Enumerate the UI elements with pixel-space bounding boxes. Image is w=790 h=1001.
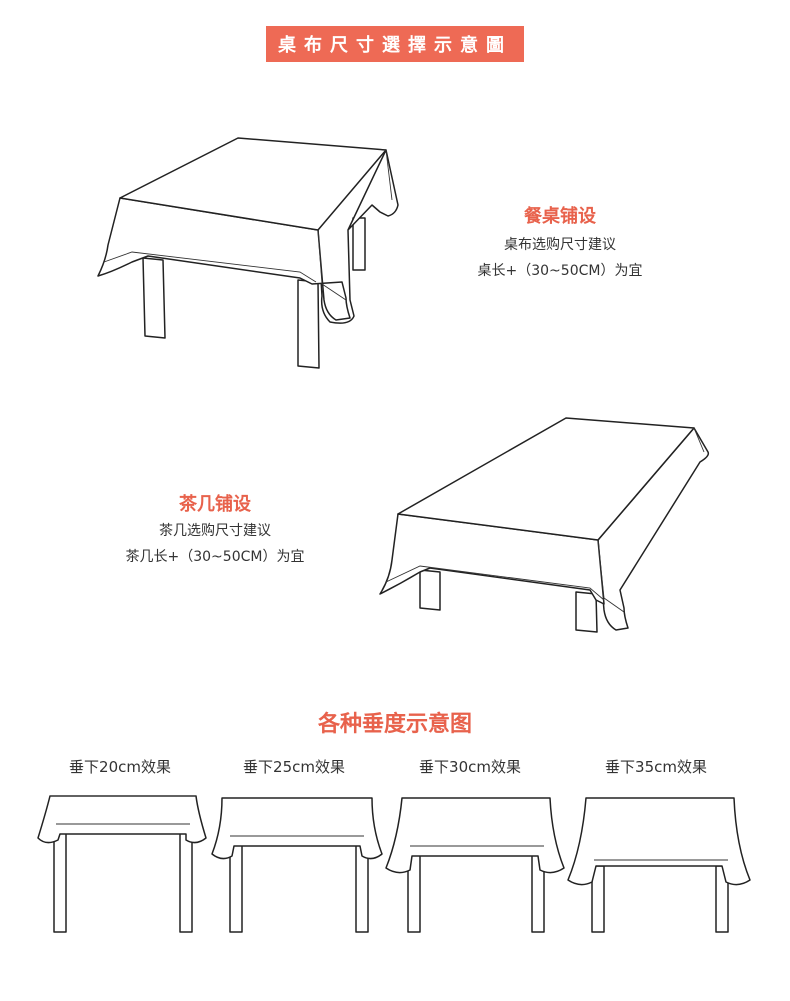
- dining-description: 桌布选购尺寸建议 桌长+（30~50CM）为宜: [455, 232, 665, 284]
- coffee-line1: 茶几选购尺寸建议: [159, 523, 271, 539]
- coffee-line2: 茶几长+（30~50CM）为宜: [125, 549, 305, 565]
- coffee-description: 茶几选购尺寸建议 茶几长+（30~50CM）为宜: [110, 518, 320, 570]
- dining-line1: 桌布选购尺寸建议: [504, 237, 616, 253]
- dining-table-illustration: [97, 137, 399, 369]
- caption-30cm: 垂下30cm效果: [419, 758, 521, 776]
- banner-title: 桌布尺寸選擇示意圖: [278, 35, 512, 56]
- caption-35cm: 垂下35cm效果: [605, 758, 707, 776]
- title-banner: 桌布尺寸選擇示意圖: [266, 26, 524, 62]
- drape-30cm-illustration: [385, 797, 565, 933]
- drape-heading: 各种垂度示意图: [317, 711, 472, 737]
- drape-35cm-illustration: [567, 797, 751, 933]
- drape-20cm-illustration: [37, 795, 207, 933]
- dining-line2: 桌长+（30~50CM）为宜: [477, 263, 643, 279]
- drape-25cm-illustration: [211, 797, 383, 933]
- caption-25cm: 垂下25cm效果: [243, 758, 345, 776]
- caption-20cm: 垂下20cm效果: [69, 758, 171, 776]
- coffee-table-illustration: [379, 417, 710, 633]
- coffee-heading: 茶几铺设: [179, 494, 251, 515]
- dining-heading: 餐桌铺设: [524, 206, 596, 227]
